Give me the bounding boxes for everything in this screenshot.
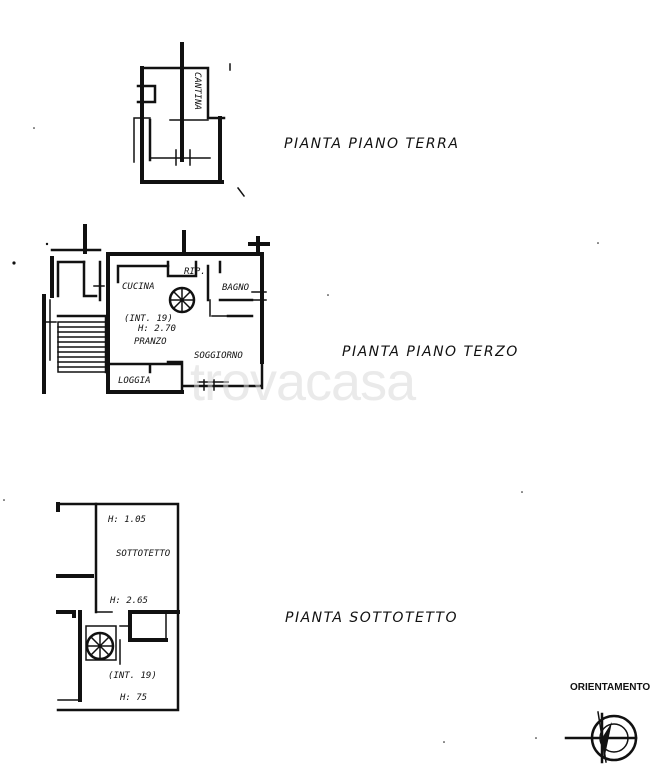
room-label: (INT. 19) bbox=[108, 671, 157, 681]
room-label: BAGNO bbox=[222, 283, 250, 293]
floor-title: PIANTA PIANO TERZO bbox=[342, 344, 519, 360]
orientation-label: ORIENTAMENTO bbox=[570, 682, 650, 693]
floor-title: PIANTA SOTTOTETTO bbox=[285, 610, 458, 626]
watermark: trovacasa bbox=[190, 352, 417, 412]
floor-title: PIANTA PIANO TERRA bbox=[284, 136, 459, 152]
room-label: RIP. bbox=[184, 267, 206, 277]
room-label: CANTINA bbox=[192, 72, 202, 110]
spiral-stair-icon bbox=[168, 286, 196, 314]
attic-plan: H: 1.05 SOTTOTETTO H: 2.65 (INT. 19) H: … bbox=[56, 502, 458, 712]
room-label: H: 2.70 bbox=[137, 324, 176, 334]
staircase bbox=[56, 314, 108, 374]
room-label: H: 75 bbox=[119, 693, 147, 703]
room-label: PRANZO bbox=[134, 337, 167, 347]
room-label: CUCINA bbox=[122, 282, 155, 292]
room-label: SOTTOTETTO bbox=[116, 549, 171, 559]
room-label: H: 1.05 bbox=[107, 515, 146, 525]
scan-specks bbox=[3, 127, 599, 743]
ground-floor-plan: CANTINA PIANTA PIANO TERRA bbox=[133, 42, 459, 198]
orientation-compass: ORIENTAMENTO bbox=[564, 682, 650, 764]
room-label: (INT. 19) bbox=[124, 314, 173, 324]
room-label: H: 2.65 bbox=[109, 596, 148, 606]
spiral-stair-icon bbox=[85, 625, 117, 661]
third-floor-plan: CUCINA RIP. BAGNO (INT. 19) H: 2.70 PRAN… bbox=[42, 224, 519, 394]
room-label: LOGGIA bbox=[118, 376, 151, 386]
room-label: SOGGIORNO bbox=[194, 351, 243, 361]
